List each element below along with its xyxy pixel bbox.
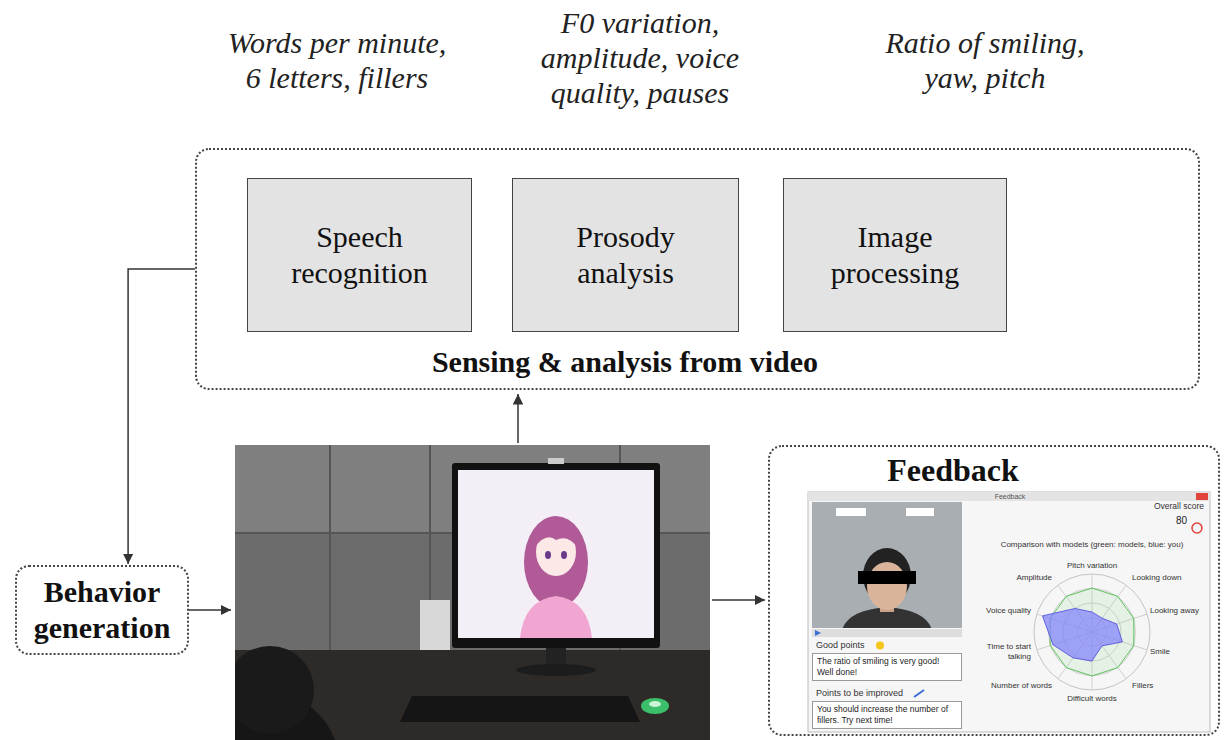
axis-label: Voice quality — [986, 606, 1031, 616]
user-head — [235, 646, 314, 734]
flow-arrow — [712, 599, 765, 601]
avatar-hair — [524, 516, 588, 608]
panel-title: Feedback — [770, 451, 1136, 489]
feature-list: Ratio of smiling, yaw, pitch — [870, 25, 1100, 95]
title-bar — [808, 492, 1210, 501]
module-label: Behavior generation — [27, 574, 177, 646]
axis-label: Amplitude — [1016, 573, 1052, 583]
user-polygon — [1043, 609, 1123, 662]
radar-chart — [1034, 574, 1150, 690]
monitor-base — [516, 664, 596, 676]
feature-list: F0 variation, amplitude, voice quality, … — [525, 5, 755, 110]
monitor-frame — [452, 463, 660, 648]
score-value: 80 — [1176, 515, 1187, 527]
close-button — [1196, 493, 1208, 500]
axis-label: Difficult words — [1067, 694, 1117, 704]
feature-list: Words per minute, 6 letters, fillers — [220, 25, 455, 95]
video-frame — [812, 502, 962, 628]
label-anchor: Number of words — [991, 681, 1052, 691]
process-box: Prosody analysis — [512, 178, 739, 332]
label-anchor: Smile — [1150, 647, 1170, 657]
play-button — [815, 630, 821, 636]
label-anchor: Feedback — [995, 493, 1026, 501]
label-anchor: 80 — [1176, 515, 1187, 527]
label-anchor: F0 variation, amplitude, voice quality, … — [525, 5, 755, 110]
media-bar — [812, 629, 962, 637]
process-label: Speech recognition — [275, 219, 445, 291]
axis-label: Pitch variation — [1067, 561, 1117, 571]
feedback-message: You should increase the number of filler… — [812, 701, 962, 729]
feedback-message: The ratio of smiling is very good! Well … — [812, 653, 962, 681]
device-light — [649, 701, 661, 707]
green-device — [641, 698, 669, 714]
axis-label: Looking away — [1150, 606, 1199, 616]
radar-axes — [1037, 574, 1147, 690]
process-label: Image processing — [810, 219, 980, 291]
panel-seam — [329, 445, 331, 650]
ceiling-light — [836, 508, 866, 516]
monitor-screen — [458, 470, 654, 638]
avatar-bangs — [534, 518, 578, 548]
process-box: Image processing — [783, 178, 1007, 332]
label-anchor: Amplitude — [1016, 573, 1052, 583]
axis-label: Looking down — [1132, 573, 1181, 583]
panel-heading: Good points — [812, 640, 962, 651]
keyboard — [400, 696, 640, 722]
label-anchor: Fillers — [1132, 681, 1153, 691]
feedback-screenshot — [808, 492, 1210, 732]
smiley-icon — [876, 642, 884, 650]
feedback-panel: Points to be improvedYou should increase… — [812, 688, 962, 729]
axis-label: Smile — [1150, 647, 1170, 657]
avatar-eye — [561, 551, 567, 559]
window-title: Feedback — [995, 493, 1026, 501]
privacy-bar — [858, 571, 916, 584]
chart-caption: Comparison with models (green: models, b… — [1001, 540, 1184, 550]
axis-label: Time to start talking — [976, 642, 1031, 662]
label-anchor: Looking down — [1132, 573, 1181, 583]
user-face — [867, 562, 907, 610]
module-box: Behavior generation — [15, 565, 189, 655]
panel-heading: Points to be improved — [812, 688, 962, 699]
video-background — [812, 502, 962, 628]
label-anchor: Overall score — [1154, 501, 1204, 511]
ceiling-light — [906, 508, 934, 516]
connector — [128, 269, 195, 564]
tissue-box — [420, 600, 450, 650]
score-icon — [1192, 523, 1202, 533]
label-anchor: Pitch variation — [1067, 561, 1117, 571]
pen-icon — [914, 690, 924, 697]
score-label: Overall score — [1154, 501, 1204, 511]
panel-group: FeedbackGood pointsThe ratio of smiling … — [768, 445, 1220, 736]
group-title: Sensing & analysis from video — [197, 344, 1053, 380]
label-anchor: Ratio of smiling, yaw, pitch — [870, 25, 1100, 95]
feedback-panel: Good pointsThe ratio of smiling is very … — [812, 640, 962, 681]
axis-label: Number of words — [991, 681, 1052, 691]
process-box: Speech recognition — [247, 178, 472, 332]
group-box: Sensing & analysis from video Speech reco… — [195, 148, 1200, 390]
user-photo — [235, 445, 710, 740]
flow-arrow — [182, 609, 231, 611]
webcam — [548, 458, 564, 464]
label-anchor: Voice quality — [986, 606, 1031, 616]
label-anchor: Comparison with models (green: models, b… — [1001, 540, 1184, 550]
process-label: Prosody analysis — [541, 219, 711, 291]
avatar-eye — [545, 551, 551, 559]
label-anchor: Words per minute, 6 letters, fillers — [220, 25, 455, 95]
axis-label: Fillers — [1132, 681, 1153, 691]
flow-arrow — [517, 394, 519, 443]
avatar-body — [520, 596, 592, 638]
radar-ring — [1034, 574, 1150, 690]
label-anchor: Looking away — [1150, 606, 1199, 616]
window — [808, 492, 1210, 732]
label-anchor: Time to start talking — [976, 642, 1031, 662]
label-anchor: Difficult words — [1067, 694, 1117, 704]
